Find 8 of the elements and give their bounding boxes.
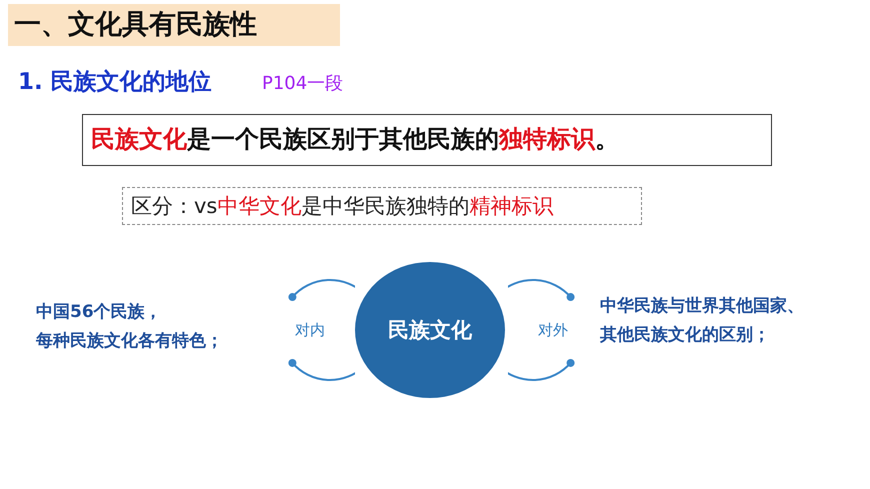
statement-box: 民族文化是一个民族区别于其他民族的独特标识。 [82, 114, 772, 166]
description-text: 中华民族与世界其他国家、其他民族文化的区别； [600, 295, 805, 347]
central-circle: 民族文化 [355, 262, 505, 398]
comparison-box: 区分：vs中华文化是中华民族独特的精神标识 [122, 187, 642, 225]
description-text: 中国56个民族，每种民族文化各有特色； [36, 301, 224, 353]
page-reference: P104一段 [262, 72, 344, 95]
slide-title: 一、文化具有民族性 [8, 4, 340, 46]
section-heading: 1. 民族文化的地位 [18, 68, 212, 97]
